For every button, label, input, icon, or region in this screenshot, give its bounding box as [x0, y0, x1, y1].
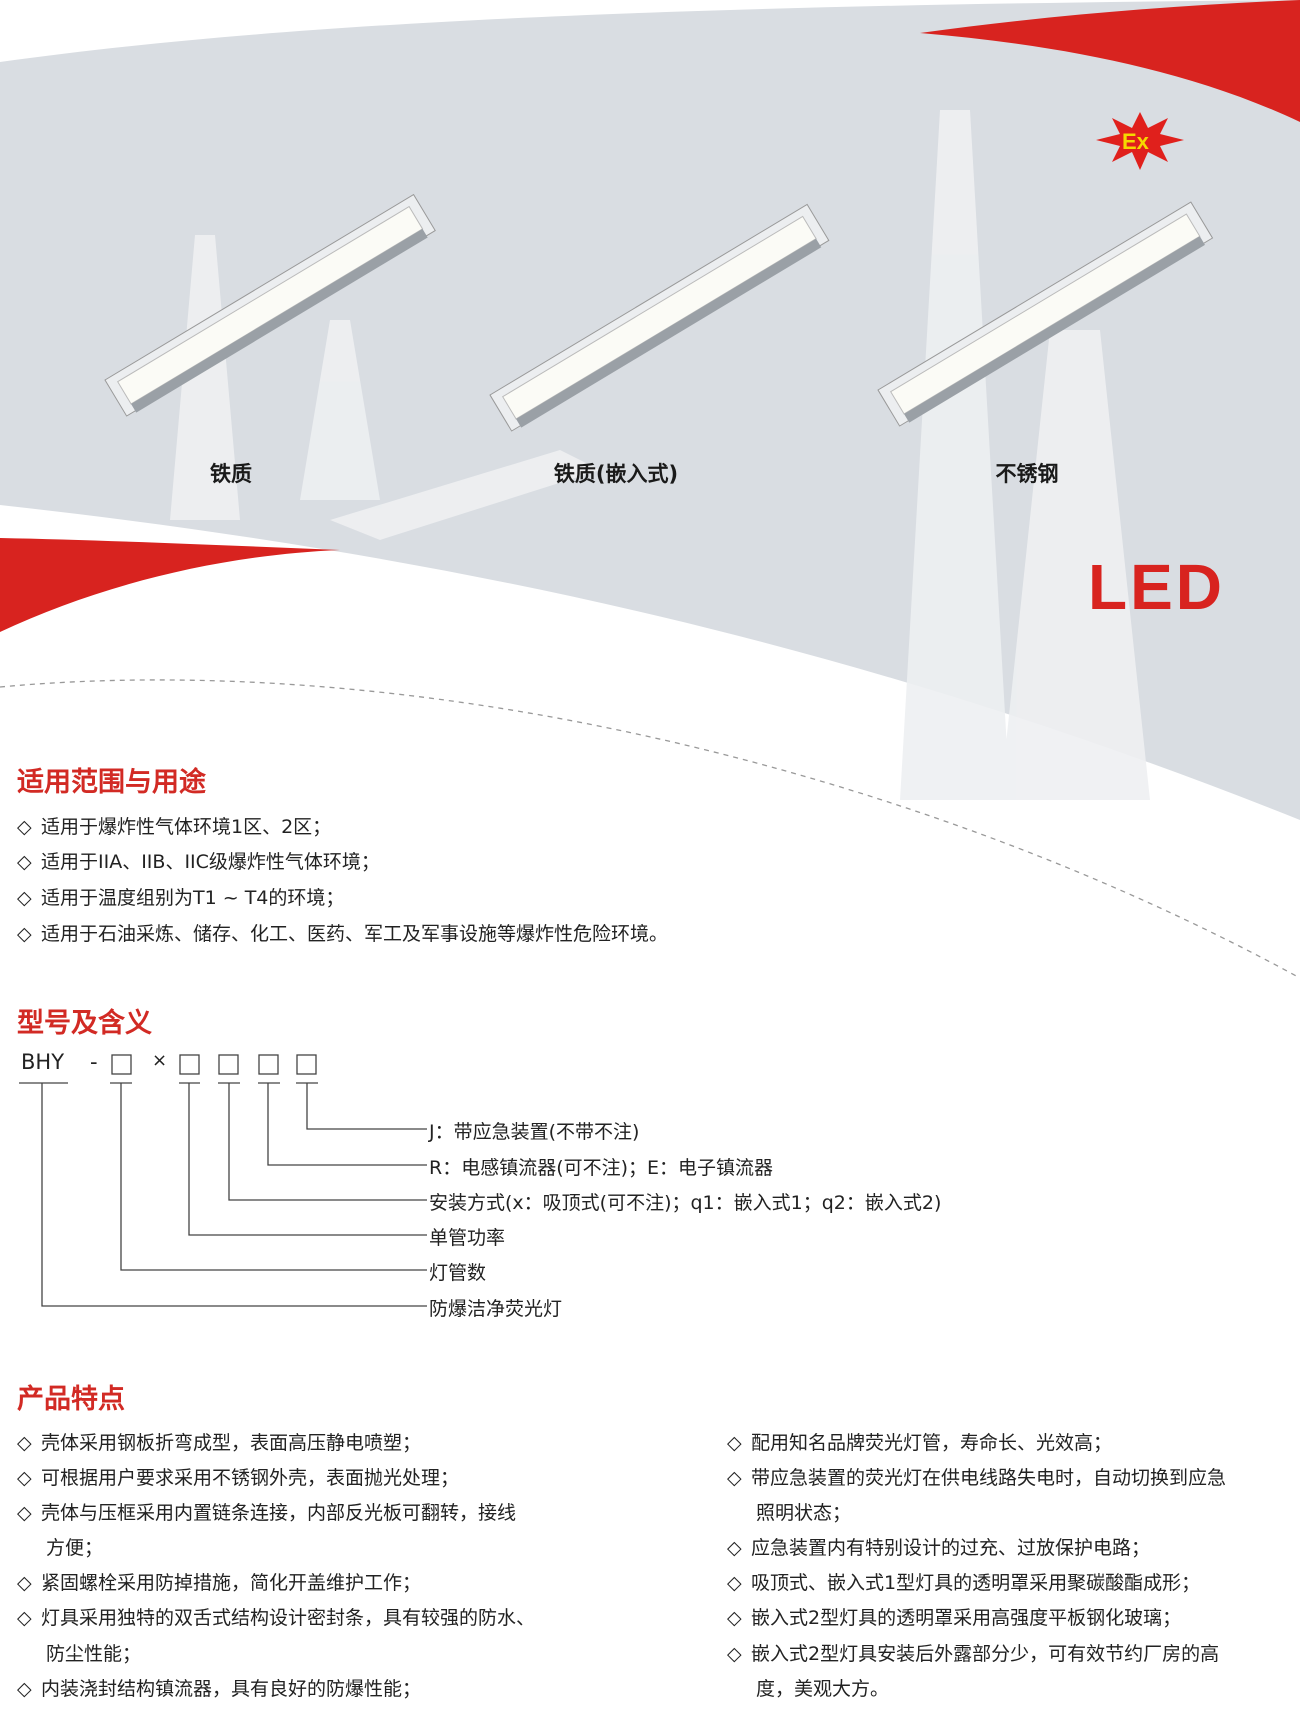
lamp-iron-embedded: [489, 203, 830, 432]
feature-item: ◇吸顶式、嵌入式1型灯具的透明罩采用聚碳酸酯成形；: [727, 1572, 1201, 1594]
diamond-bullet-icon: ◇: [17, 1467, 32, 1489]
feature-item: ◇嵌入式2型灯具的透明罩采用高强度平板钢化玻璃；: [727, 1607, 1182, 1629]
ex-star-icon: Ex: [1096, 112, 1184, 170]
oil-derrick-silhouettes: [170, 110, 1150, 800]
feature-item: ◇内装浇封结构镇流器，具有良好的防爆性能；: [17, 1678, 422, 1700]
diamond-bullet-icon: ◇: [17, 851, 32, 873]
model-legend-item: 灯管数: [429, 1262, 487, 1284]
feature-item: ◇壳体采用钢板折弯成型，表面高压静电喷塑；: [17, 1432, 422, 1454]
lamp-stainless: [877, 201, 1214, 427]
feature-item: ◇灯具采用独特的双舌式结构设计密封条，具有较强的防水、: [17, 1607, 536, 1629]
model-legend-item: R：电感镇流器(可不注)；E：电子镇流器: [429, 1157, 774, 1179]
feature-item: ◇应急装置内有特别设计的过充、过放保护电路；: [727, 1537, 1151, 1559]
diamond-bullet-icon: ◇: [727, 1467, 742, 1489]
feature-item: ◇嵌入式2型灯具安装后外露部分少，可有效节约厂房的高: [727, 1643, 1220, 1665]
feature-item-continuation: 度，美观大方。: [756, 1678, 890, 1700]
lamp-iron: [104, 193, 436, 417]
feature-item: ◇紧固螺栓采用防掉措施，简化开盖维护工作；: [17, 1572, 422, 1594]
model-heading: 型号及含义: [17, 1008, 152, 1039]
model-legend-item: J：带应急装置(不带不注): [429, 1121, 640, 1143]
diamond-bullet-icon: ◇: [17, 1678, 32, 1700]
diamond-bullet-icon: ◇: [727, 1607, 742, 1629]
feature-item: ◇配用知名品牌荧光灯管，寿命长、光效高；: [727, 1432, 1113, 1454]
diamond-bullet-icon: ◇: [17, 1502, 32, 1524]
model-prefix: BHY: [21, 1050, 65, 1074]
diamond-bullet-icon: ◇: [727, 1432, 742, 1454]
scope-heading: 适用范围与用途: [17, 767, 206, 798]
feature-item-continuation: 方便；: [46, 1537, 104, 1559]
product-label-iron-embedded: 铁质(嵌入式): [553, 462, 679, 486]
ex-badge-text: Ex: [1122, 129, 1150, 154]
diamond-bullet-icon: ◇: [727, 1537, 742, 1559]
product-label-iron: 铁质: [210, 462, 252, 486]
list-item: ◇适用于爆炸性气体环境1区、2区；: [17, 816, 332, 838]
diamond-bullet-icon: ◇: [17, 1607, 32, 1629]
diamond-bullet-icon: ◇: [17, 923, 32, 945]
led-label: LED: [1088, 551, 1225, 623]
model-dash: -: [90, 1050, 98, 1074]
feature-item-continuation: 照明状态；: [756, 1502, 852, 1524]
feature-item: ◇带应急装置的荧光灯在供电线路失电时，自动切换到应急: [727, 1467, 1227, 1489]
model-legend-item: 防爆洁净荧光灯: [429, 1298, 563, 1320]
diamond-bullet-icon: ◇: [17, 816, 32, 838]
feature-item: ◇壳体与压框采用内置链条连接，内部反光板可翻转，接线: [17, 1502, 517, 1524]
product-label-stainless: 不锈钢: [995, 462, 1059, 486]
model-times: ×: [152, 1050, 168, 1071]
diamond-bullet-icon: ◇: [17, 1432, 32, 1454]
feature-item-continuation: 防尘性能；: [46, 1643, 142, 1665]
list-item: ◇适用于石油采炼、储存、化工、医药、军工及军事设施等爆炸性危险环境。: [17, 923, 669, 945]
diamond-bullet-icon: ◇: [17, 887, 32, 909]
model-legend-item: 单管功率: [429, 1227, 506, 1249]
dashed-divider: [0, 679, 1300, 979]
list-item: ◇适用于IIA、IIB、IIC级爆炸性气体环境；: [17, 851, 380, 873]
diamond-bullet-icon: ◇: [17, 1572, 32, 1594]
list-item: ◇适用于温度组别为T1 ~ T4的环境；: [17, 887, 345, 909]
model-legend-item: 安装方式(x：吸顶式(可不注)；q1：嵌入式1；q2：嵌入式2): [429, 1192, 942, 1214]
features-heading: 产品特点: [17, 1384, 125, 1415]
diamond-bullet-icon: ◇: [727, 1643, 742, 1665]
model-diagram-lines: [19, 1054, 427, 1307]
red-swoosh-left: [0, 538, 340, 632]
feature-item: ◇可根据用户要求采用不锈钢外壳，表面抛光处理；: [17, 1467, 460, 1489]
diamond-bullet-icon: ◇: [727, 1572, 742, 1594]
red-swoosh-top: [920, 0, 1300, 122]
